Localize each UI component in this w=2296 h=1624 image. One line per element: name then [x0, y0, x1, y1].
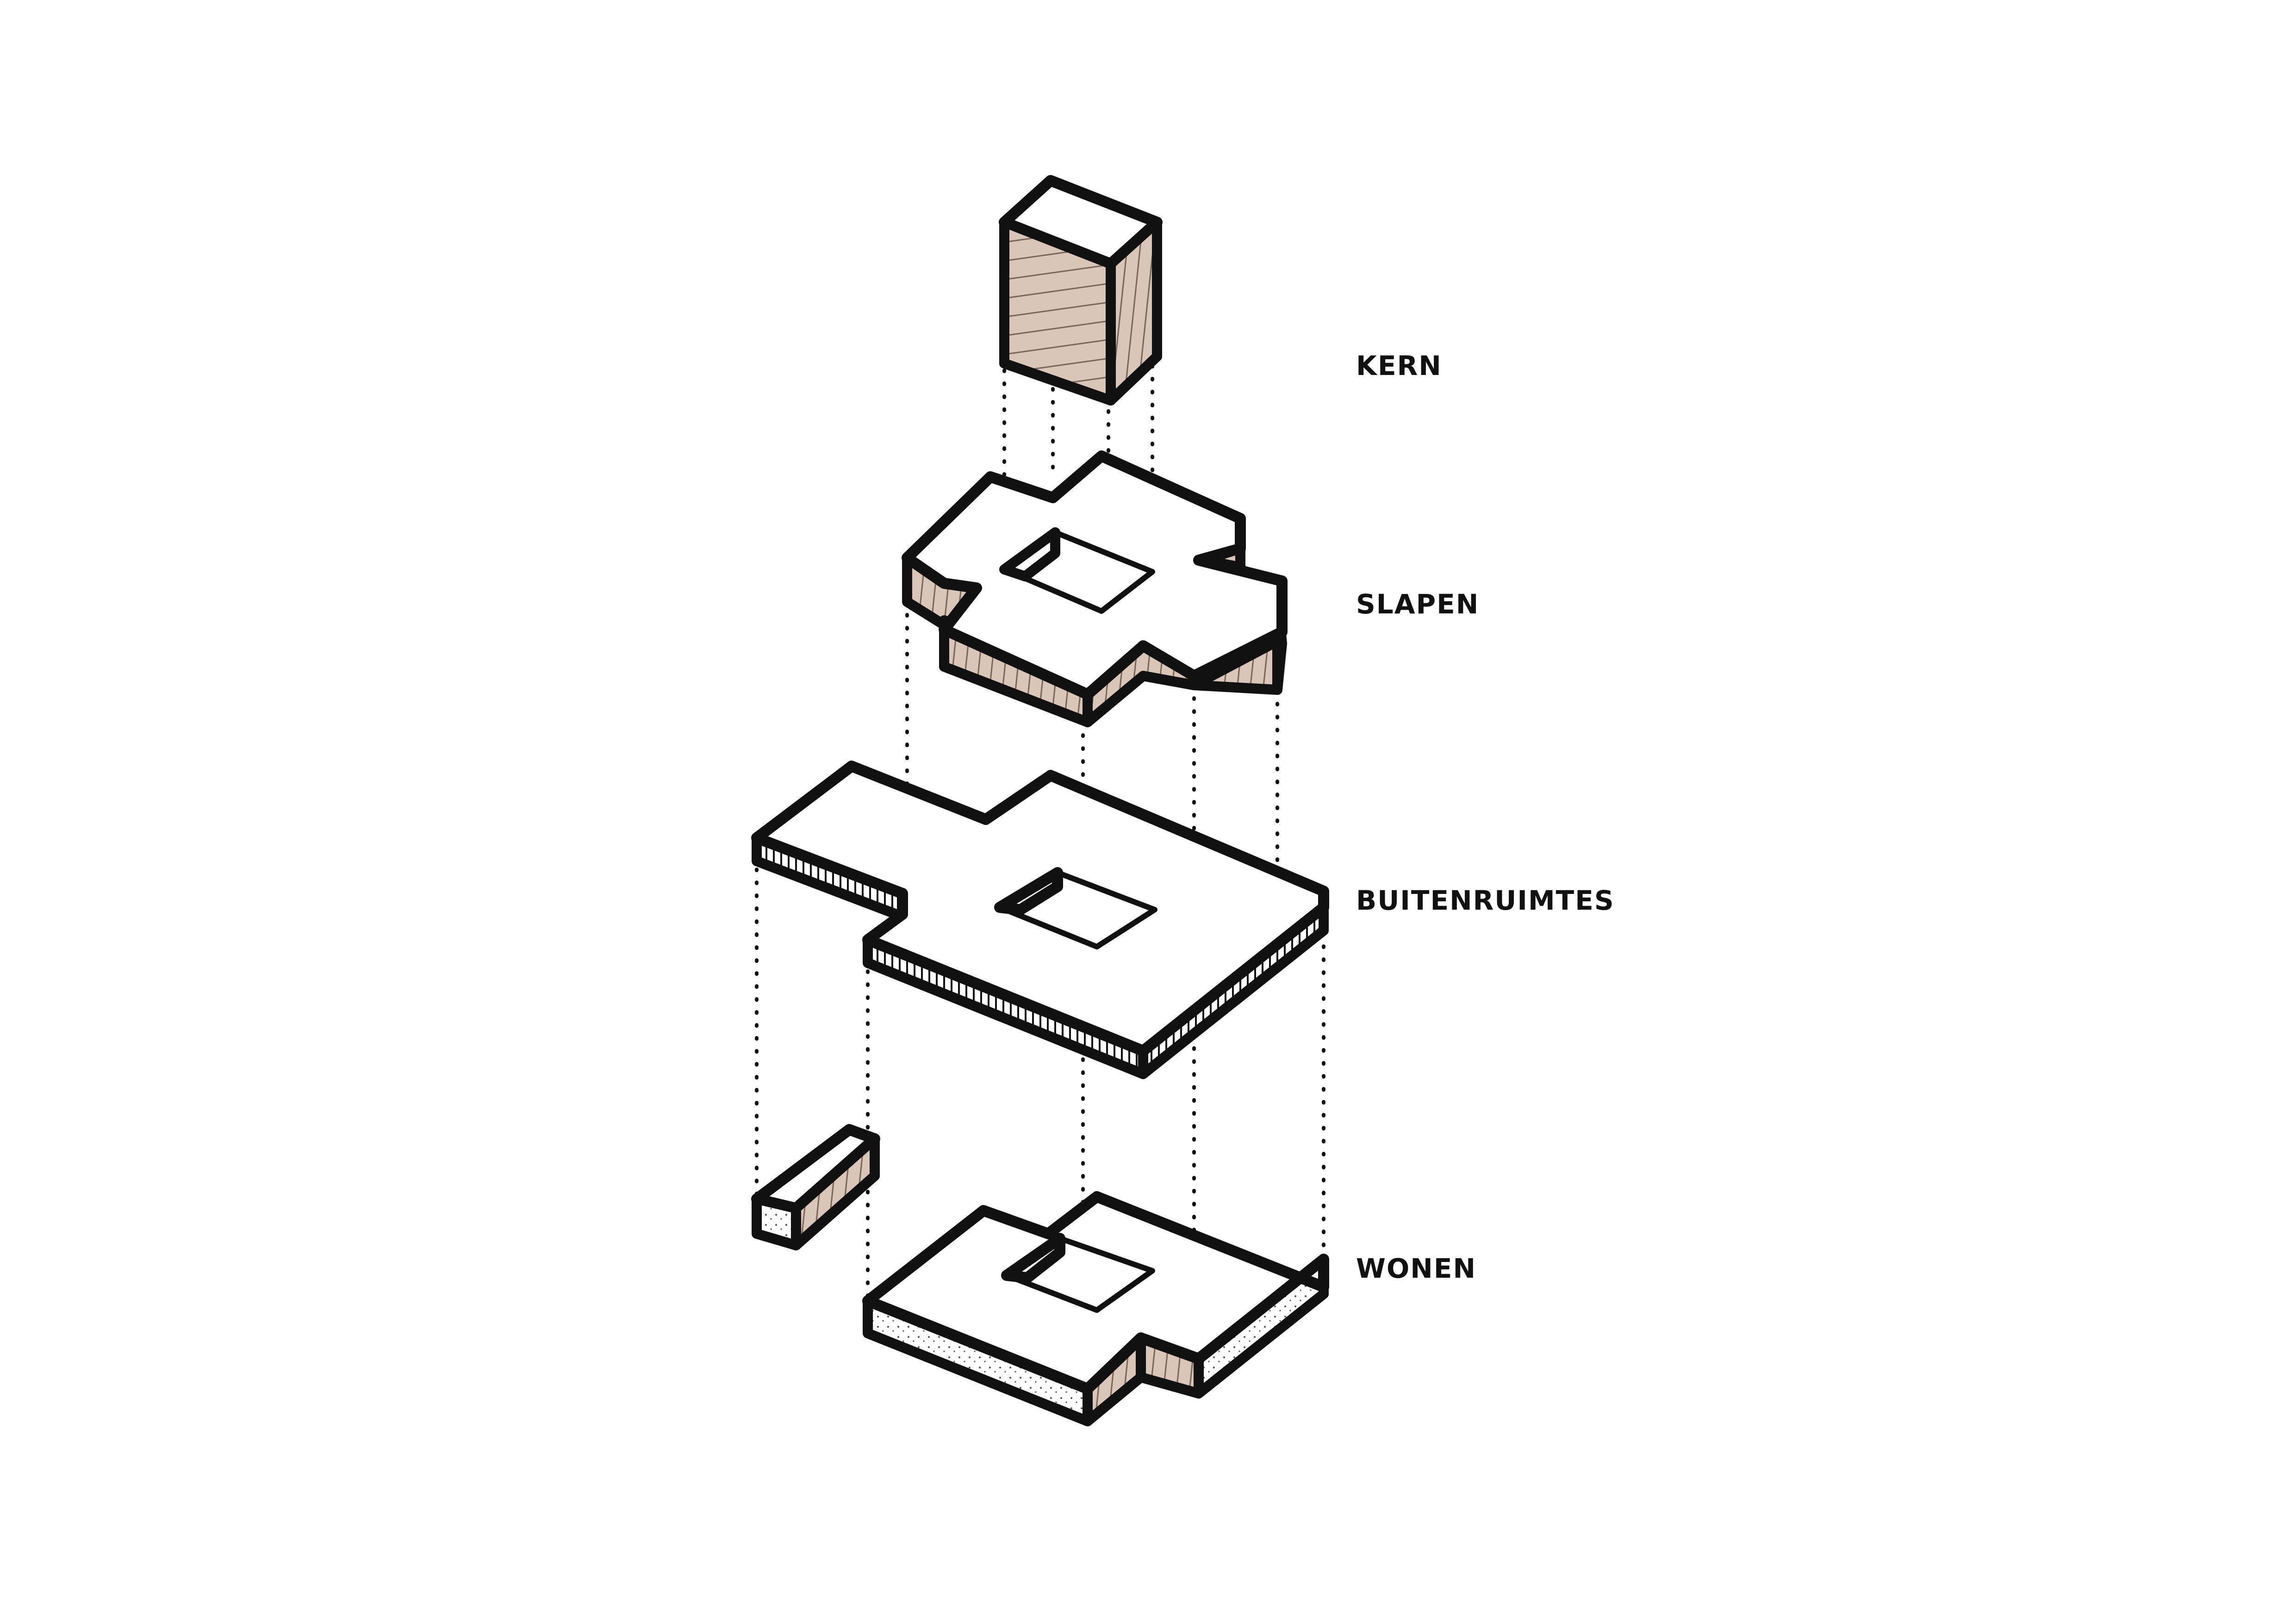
- wonen-layer: [862, 1191, 1329, 1426]
- wonen-small-block: [751, 1124, 880, 1250]
- label-kern: KERN: [1356, 350, 1442, 381]
- label-buitenruimtes: BUITENRUIMTES: [1356, 885, 1615, 916]
- layer-labels: KERN SLAPEN BUITENRUIMTES WONEN: [1356, 350, 1615, 1284]
- kern-block: [999, 175, 1163, 406]
- slapen-layer: [902, 450, 1288, 727]
- buitenruimtes-layer: [751, 761, 1329, 1079]
- label-wonen: WONEN: [1356, 1253, 1476, 1284]
- label-slapen: SLAPEN: [1356, 588, 1479, 620]
